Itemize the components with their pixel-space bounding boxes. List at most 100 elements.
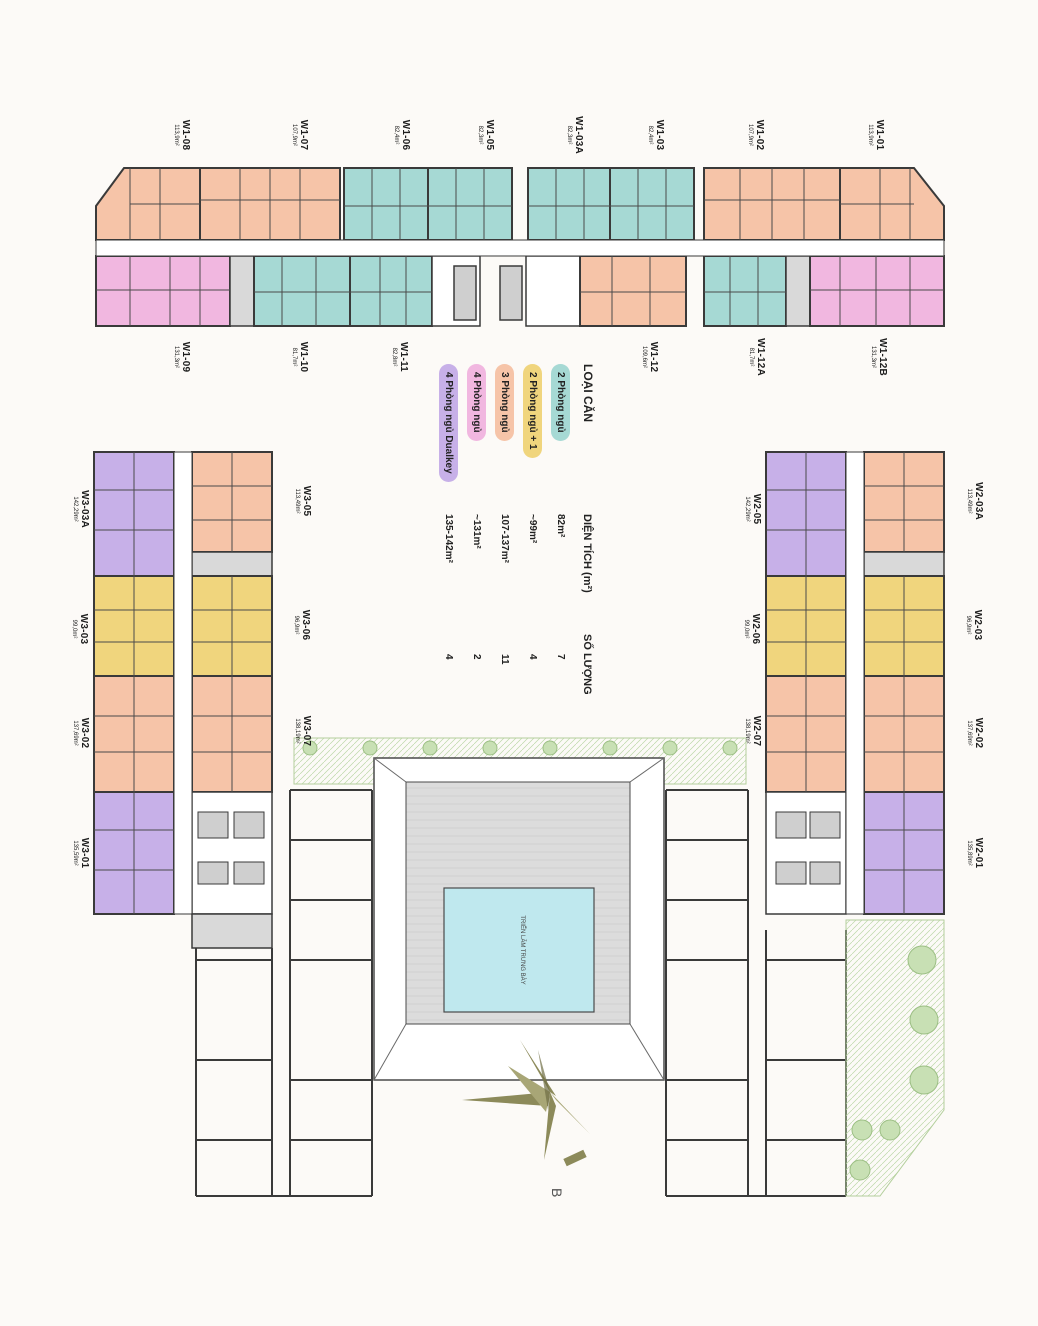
- legend-row: 2 Phòng ngủ 82m² 7: [547, 364, 575, 716]
- legend-swatch-two-bed-plus: 2 Phòng ngủ + 1: [523, 364, 543, 458]
- unit-area: 82,3m²: [566, 125, 572, 145]
- unit-code: W1-05: [484, 119, 495, 151]
- unit-code: W3-06: [300, 609, 311, 641]
- legend-swatch-four-bed: 4 Phòng ngủ: [467, 364, 487, 441]
- legend-area-value: 107-137m²: [499, 514, 511, 563]
- unit-area: 96,9m²: [965, 615, 971, 635]
- unit-code: W2-05: [751, 493, 762, 525]
- unit-code: W3-03A: [79, 490, 90, 528]
- pool[interactable]: [443, 887, 595, 1013]
- unit-area: 138,19m²: [744, 718, 750, 744]
- unit-code: W1-12: [648, 341, 659, 373]
- unit-code: W1-01: [874, 119, 885, 151]
- w2-room-partitions: [766, 452, 944, 914]
- legend-row: 2 Phòng ngủ + 1 ~99m² 4: [519, 364, 547, 716]
- unit-area: 109,6m²: [641, 345, 647, 368]
- unit-area: 135,89m²: [966, 840, 972, 866]
- pool-label: TRIỂN LÃM TRƯNG BÀY: [519, 915, 525, 985]
- unit-w1-09-shape[interactable]: [95, 255, 231, 327]
- legend-type-label: 2 Phòng ngủ: [555, 372, 567, 433]
- unit-area: 107,9m²: [747, 123, 753, 146]
- unit-area: 113,9m²: [867, 124, 873, 146]
- unit-area: 81,7m²: [291, 347, 297, 367]
- svg-text:B: B: [549, 1188, 565, 1197]
- unit-area: 99,0m²: [71, 619, 77, 639]
- unit-code: W1-03A: [573, 116, 584, 154]
- legend-header-count: SỐ LƯỢNG: [581, 634, 593, 695]
- legend-count-value: 7: [555, 654, 567, 660]
- w1-corridor: [95, 239, 945, 257]
- legend-count-value: 2: [471, 654, 483, 660]
- unit-w1-03a-shape[interactable]: [527, 167, 611, 241]
- unit-w1-10-shape[interactable]: [253, 255, 351, 327]
- w1-stair-east: [785, 255, 811, 327]
- unit-w1-12b-shape[interactable]: [809, 255, 945, 327]
- unit-area: 81,7m²: [748, 347, 754, 367]
- unit-w1-11-shape[interactable]: [349, 255, 433, 327]
- legend-swatch-four-bed-dualkey: 4 Phòng ngủ Dualkey: [439, 364, 459, 482]
- w3-corridor: [173, 451, 193, 915]
- legend-row: 4 Phòng ngủ ~131m² 2: [463, 364, 491, 716]
- unit-area: 113,49m²: [966, 488, 972, 514]
- unit-w1-12-shape[interactable]: [579, 255, 687, 327]
- unit-area: 142,29m²: [72, 496, 78, 522]
- block-w2: [765, 451, 945, 915]
- unit-area: 131,3m²: [870, 345, 876, 368]
- legend-header-area: DIỆN TÍCH (m²): [581, 514, 593, 593]
- unit-area: 82,4m²: [647, 125, 653, 145]
- w1-room-partitions: [96, 168, 944, 326]
- w3-lift-c: [197, 861, 229, 885]
- w3-lift-d: [233, 861, 265, 885]
- w1-lift-1: [453, 265, 477, 321]
- unit-area: 131,3m²: [173, 345, 179, 368]
- w3-lift-b: [233, 811, 265, 839]
- unit-code: W1-10: [298, 341, 309, 373]
- unit-w1-05-shape[interactable]: [427, 167, 513, 241]
- w1-lift-2: [499, 265, 523, 321]
- unit-code: W1-09: [180, 341, 191, 373]
- w2-corridor: [845, 451, 865, 915]
- legend-row: 3 Phòng ngủ 107-137m² 11: [491, 364, 519, 716]
- unit-code: W3-03: [78, 613, 89, 645]
- unit-area: 113,49m²: [294, 488, 300, 514]
- block-w1: [95, 167, 945, 327]
- trees: [302, 740, 939, 1181]
- unit-code: W2-02: [973, 717, 984, 749]
- legend-swatch-two-bed: 2 Phòng ngủ: [551, 364, 571, 441]
- unit-code: W1-06: [400, 119, 411, 151]
- legend-table: LOẠI CĂN DIỆN TÍCH (m²) SỐ LƯỢNG 2 Phòng…: [439, 364, 615, 716]
- unit-area: 142,29m²: [744, 496, 750, 522]
- legend-header-type: LOẠI CĂN: [581, 364, 595, 422]
- unit-area: 99,0m²: [743, 619, 749, 639]
- legend-type-label: 3 Phòng ngủ: [499, 372, 511, 433]
- unit-w1-03-shape[interactable]: [609, 167, 695, 241]
- unit-code: W1-12A: [755, 338, 766, 376]
- unit-area: 135,59m²: [72, 840, 78, 866]
- legend-type-label: 4 Phòng ngủ Dualkey: [443, 372, 455, 474]
- unit-code: W3-07: [301, 715, 312, 747]
- w3-stair-south: [191, 913, 273, 949]
- unit-area: 137,69m²: [966, 720, 972, 746]
- legend-area-value: ~131m²: [471, 514, 483, 549]
- unit-code: W2-06: [750, 613, 761, 645]
- legend-header: LOẠI CĂN DIỆN TÍCH (m²) SỐ LƯỢNG: [575, 364, 615, 716]
- unit-w1-06-shape[interactable]: [343, 167, 429, 241]
- unit-w1-12a-shape[interactable]: [703, 255, 787, 327]
- w2-lift-b: [809, 811, 841, 839]
